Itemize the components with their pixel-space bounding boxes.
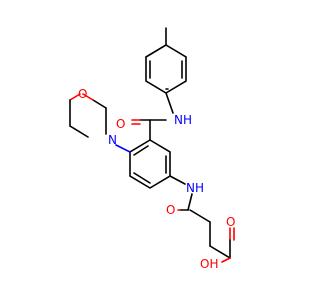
succinyl-o-label: O: [166, 203, 175, 217]
tolyl-nh-bond: [165, 92, 174, 114]
amide-o-label: O: [116, 117, 125, 131]
morpholine-bond: [92, 99, 107, 109]
acid-oh-bond: [221, 257, 231, 263]
morpholine-o-label: O: [78, 87, 87, 101]
amide-nh-label: NH: [174, 113, 192, 127]
ring-nh-bond: [169, 175, 186, 185]
benzene-ring: [129, 139, 171, 189]
nh-co-bond: [187, 193, 193, 211]
acid-oh-label: OH: [200, 257, 218, 271]
morpholine-o-bond: [69, 93, 81, 101]
tolyl-ring: [145, 44, 187, 94]
morpholine-bond: [69, 125, 89, 138]
morpholine-o-bond: [82, 93, 94, 101]
tolyl-group: [145, 27, 187, 94]
morpholine-ring: [69, 93, 107, 138]
molecule-structure: NH O N O NH O O OH: [69, 27, 235, 271]
morpholine-n-label: N: [108, 133, 117, 147]
succinyl-bond: [209, 245, 231, 259]
benzene-double-bond: [133, 172, 151, 184]
acid-o-label: O: [226, 215, 235, 229]
tolyl-bond: [145, 44, 167, 58]
morpholine-n-bond: [115, 144, 131, 153]
anilide-nh-label: NH: [186, 181, 204, 195]
central-ring: [129, 139, 171, 189]
molecule-diagram: NH O N O NH O O OH: [69, 27, 235, 271]
succinyl-bond: [189, 209, 211, 223]
benzene-double-bond: [133, 145, 149, 156]
